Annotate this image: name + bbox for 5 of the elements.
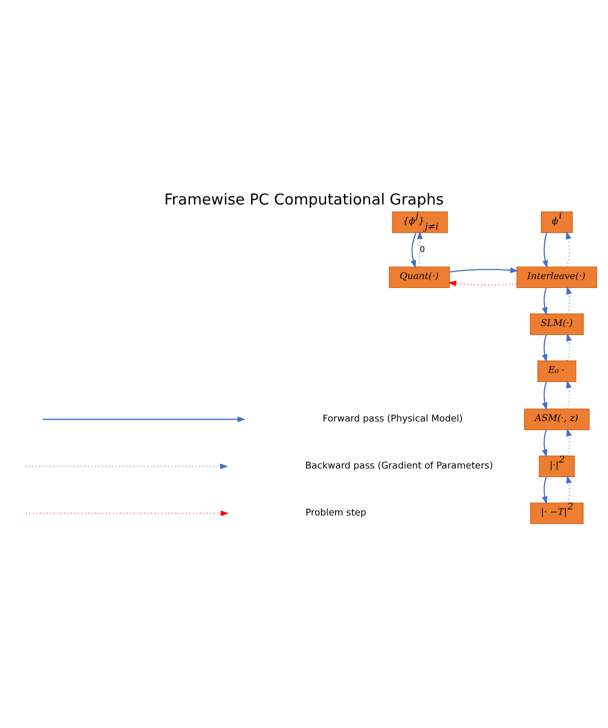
legend-label: Problem step	[305, 508, 366, 519]
legend-label: Forward pass (Physical Model)	[322, 414, 463, 425]
diagram-title: Framewise PC Computational Graphs	[164, 190, 444, 209]
edge-label: 0	[420, 244, 425, 254]
legend-label: Backward pass (Gradient of Parameters)	[305, 460, 493, 472]
